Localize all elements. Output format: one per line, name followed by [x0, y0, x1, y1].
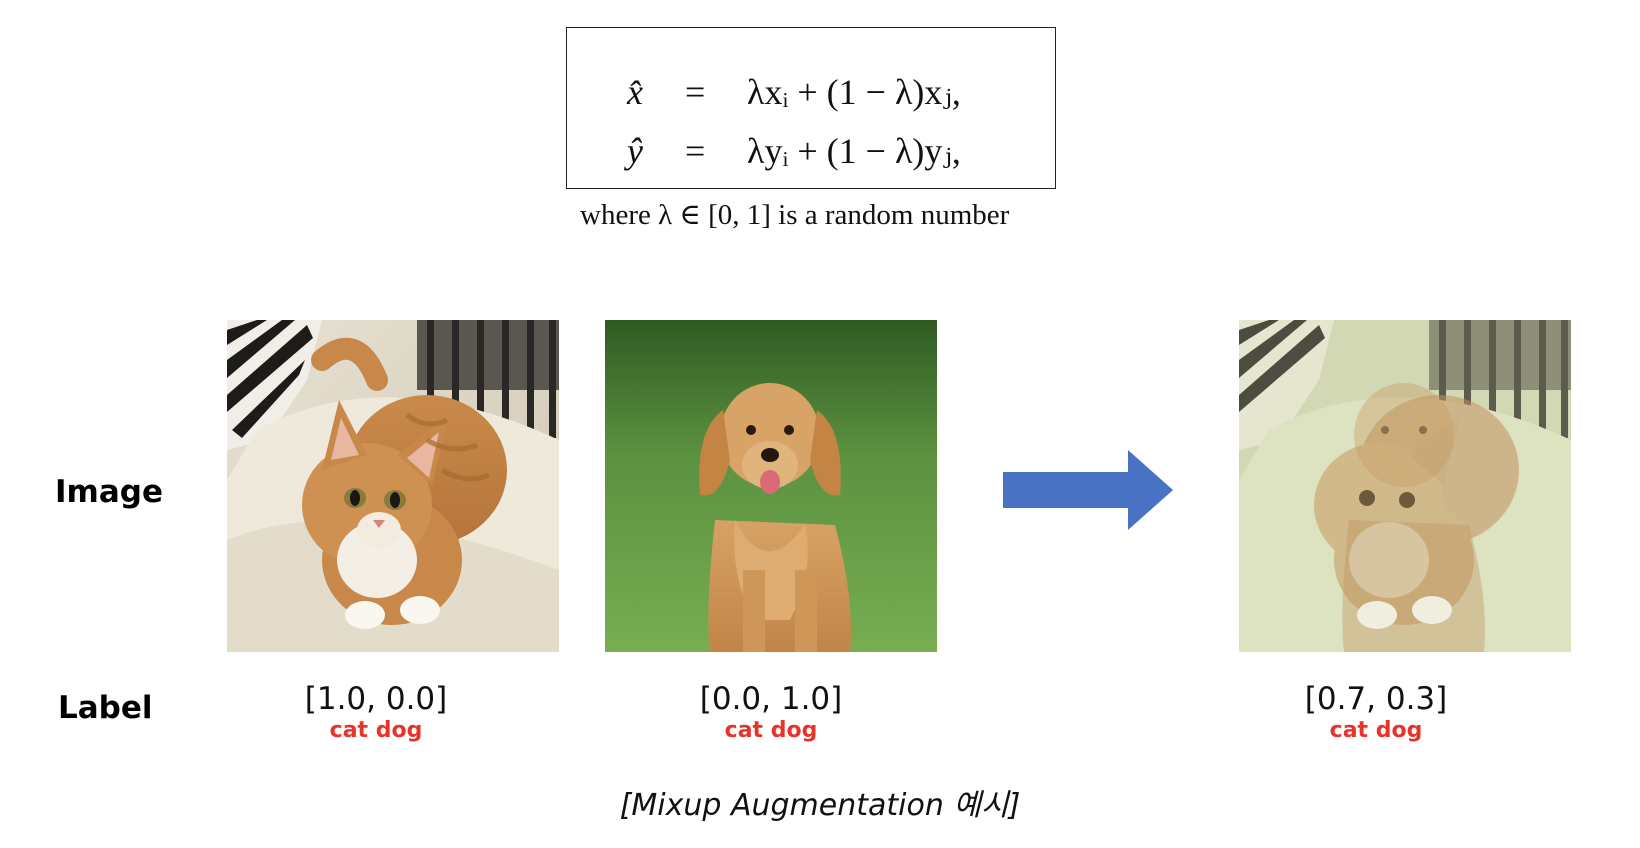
- label-cat: [1.0, 0.0] cat dog: [266, 680, 486, 744]
- right-arrow-icon: [1003, 450, 1173, 535]
- label-classes: cat dog: [724, 718, 818, 743]
- figure-caption: [Mixup Augmentation 예시]: [619, 788, 1021, 823]
- formula-equals-y: =: [685, 131, 706, 171]
- label-classes: cat dog: [329, 718, 423, 743]
- label-vector: [1.0, 0.0]: [304, 681, 448, 717]
- mixup-image: [1239, 320, 1571, 652]
- row-label-image: Image: [55, 474, 163, 510]
- formula-lhs-x: x̂: [627, 72, 643, 112]
- formula-row-y: ŷ = λyᵢ + (1 − λ)yⱼ,: [567, 130, 1055, 171]
- formula-row-x: x̂ = λxᵢ + (1 − λ)xⱼ,: [567, 71, 1055, 112]
- formula-rhs-x: λxᵢ + (1 − λ)xⱼ,: [747, 72, 961, 112]
- label-mixup: [0.7, 0.3] cat dog: [1266, 680, 1486, 744]
- cat-image: [227, 320, 559, 652]
- formula-lhs-y: ŷ: [627, 131, 643, 171]
- formula-equals-x: =: [685, 72, 706, 112]
- label-dog: [0.0, 1.0] cat dog: [661, 680, 881, 744]
- label-classes: cat dog: [1329, 718, 1423, 743]
- row-label-label: Label: [58, 690, 153, 726]
- label-vector: [0.0, 1.0]: [699, 681, 843, 717]
- formula-rhs-y: λyᵢ + (1 − λ)yⱼ,: [747, 131, 961, 171]
- formula-note: where λ ∈ [0, 1] is a random number: [580, 199, 1010, 231]
- formula-box: x̂ = λxᵢ + (1 − λ)xⱼ, ŷ = λyᵢ + (1 − λ)y…: [566, 27, 1056, 189]
- dog-image: [605, 320, 937, 652]
- label-vector: [0.7, 0.3]: [1304, 681, 1448, 717]
